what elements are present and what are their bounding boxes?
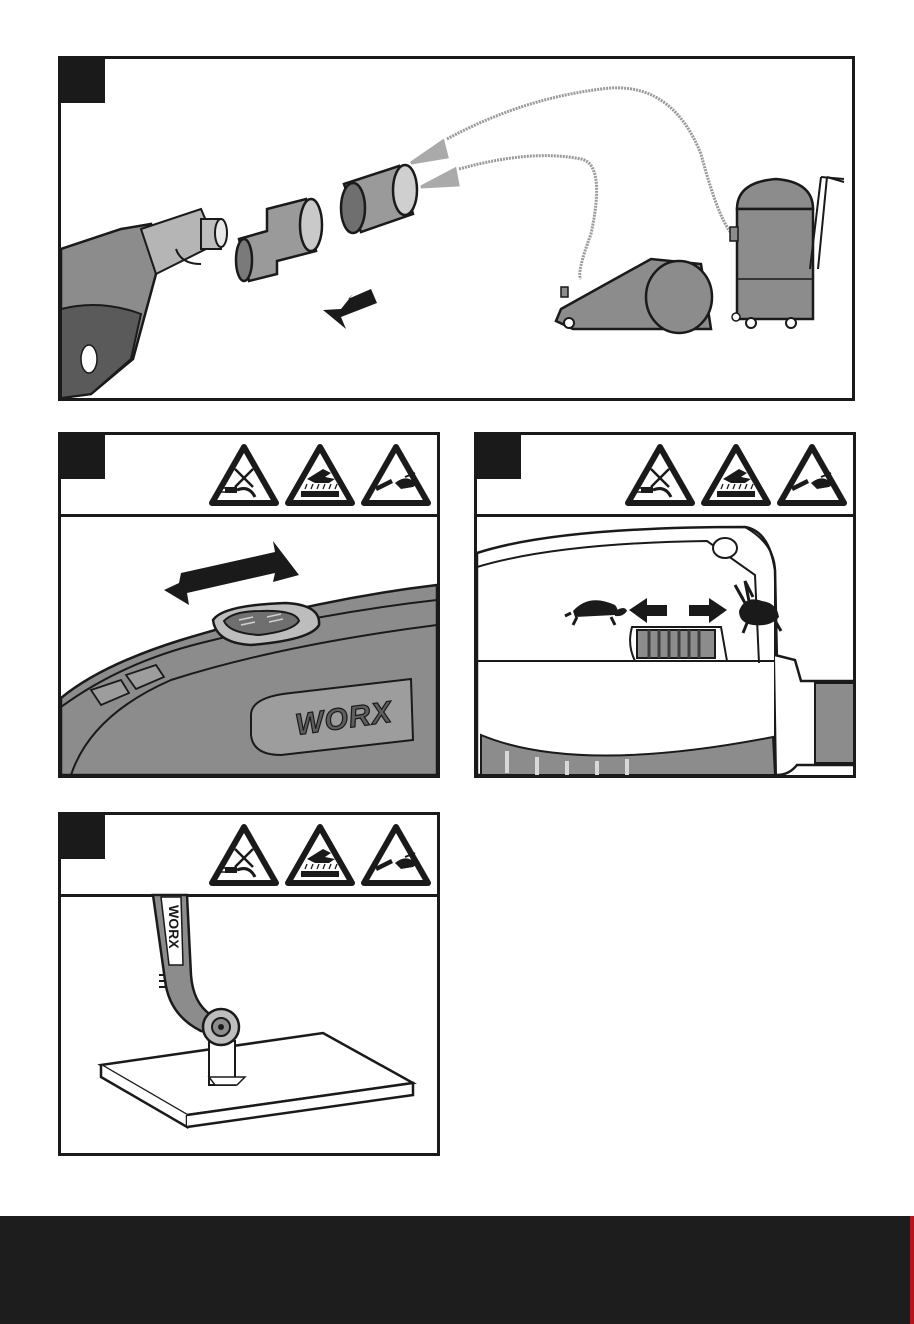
panel-dust-extraction xyxy=(58,56,855,401)
panel-speed-dial xyxy=(474,432,856,778)
speed-switch-illustration: WORX xyxy=(61,435,437,775)
plunge-cut-illustration: WORX xyxy=(61,815,437,1153)
footer-bar xyxy=(0,1216,914,1324)
panel-speed-switch: WORX xyxy=(58,432,440,778)
speed-dial-illustration xyxy=(477,435,853,775)
brand-wordmark-vertical: WORX xyxy=(166,905,182,949)
footer-accent-stripe xyxy=(910,1216,914,1324)
dust-extraction-illustration xyxy=(61,59,852,398)
panel-plunge-cut: WORX xyxy=(58,812,440,1156)
